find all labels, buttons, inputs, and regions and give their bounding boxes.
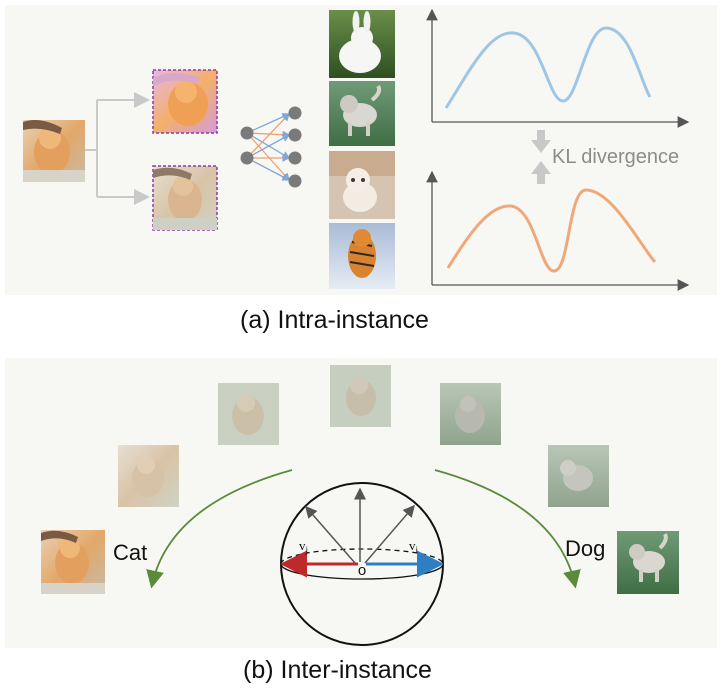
kl-divergence-label: KL divergence [552, 146, 680, 168]
dog-image [617, 531, 679, 594]
branch-arrows [85, 92, 150, 205]
rabbit-image [329, 10, 395, 78]
dog-label: Dog [565, 536, 606, 561]
transition-image-5 [548, 445, 609, 507]
caption-inter-instance: (b) Inter-instance [243, 656, 432, 684]
chart-bottom [426, 170, 690, 291]
caption-intra-instance: (a) Intra-instance [240, 306, 429, 334]
transition-image-4 [440, 383, 501, 445]
origin-label: o [358, 562, 366, 579]
arc-arrow-to-dog [434, 469, 581, 589]
transition-image-3 [330, 365, 391, 427]
orange-distribution-curve [446, 188, 657, 273]
transition-image-2 [218, 383, 279, 445]
augmented-view-1-image [152, 69, 218, 134]
network-icon [240, 106, 302, 188]
kitten-image [329, 151, 395, 219]
transition-image-1 [118, 445, 179, 507]
input-kitten-image [23, 120, 85, 182]
husky-puppy-image [329, 81, 395, 146]
kl-arrows [531, 130, 551, 184]
augmented-view-2-image [152, 165, 218, 231]
vj-label: vj [299, 538, 308, 555]
chart-top [426, 8, 690, 128]
arc-arrow-to-cat [146, 469, 293, 589]
embedding-sphere: o vj vi [280, 482, 444, 646]
vi-label: vi [409, 538, 419, 555]
blue-distribution-curve [444, 26, 652, 109]
tiger-image [329, 223, 395, 289]
cat-label: Cat [113, 540, 148, 565]
cat-image [41, 530, 105, 594]
